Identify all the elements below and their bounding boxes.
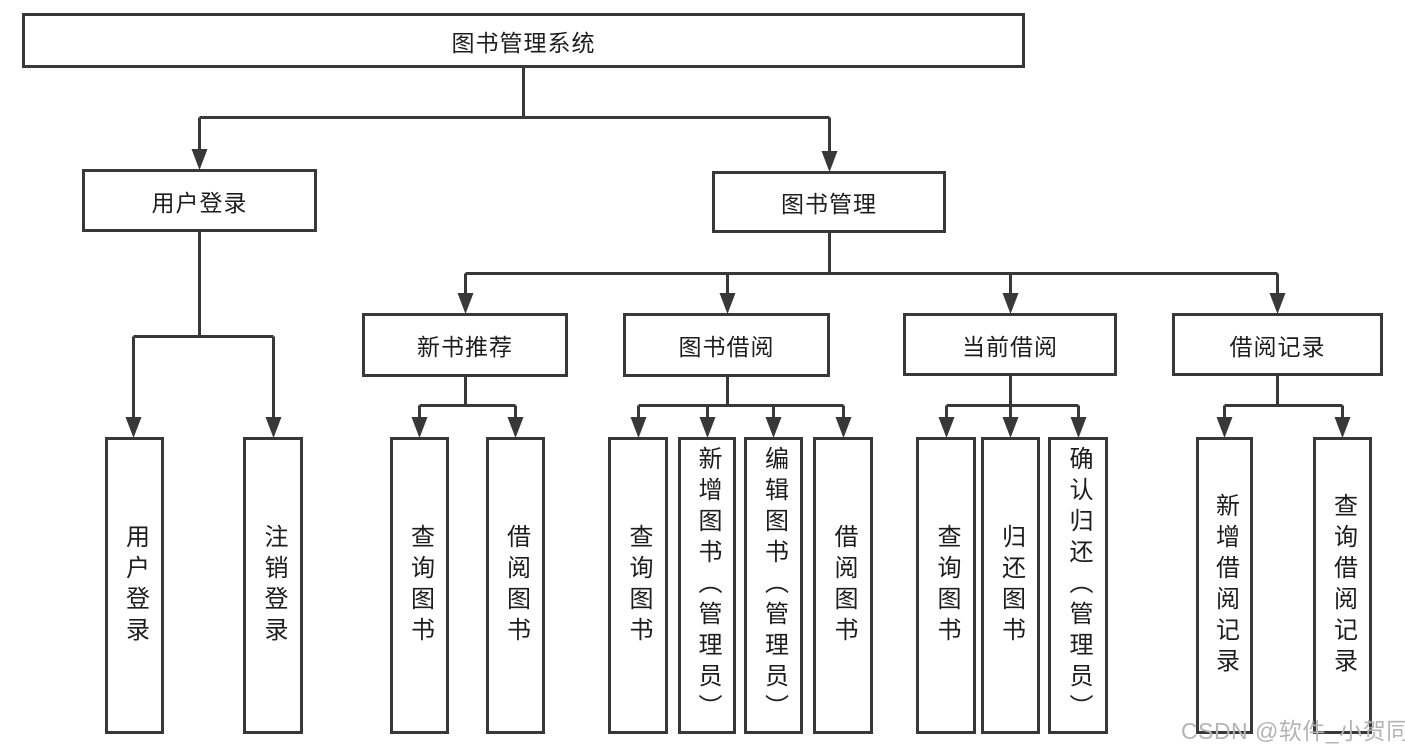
leaf-add-books-admin: 新增图书（管理员） (678, 437, 736, 734)
leaf-logout-label: 注销登录 (260, 523, 287, 648)
node-root-system: 图书管理系统 (22, 13, 1025, 68)
node-book-management: 图书管理 (712, 171, 946, 233)
leaf-borrow-books-1-label: 借阅图书 (502, 523, 530, 648)
leaf-query-books-2: 查询图书 (608, 437, 668, 734)
leaf-confirm-return-admin: 确认归还（管理员） (1048, 437, 1108, 734)
leaf-edit-books-admin-label: 编辑图书（管理员） (760, 446, 788, 725)
connector-user-login-to-leaves (125, 232, 282, 438)
connector-new-book-recommend-to-leaves (411, 377, 524, 438)
leaf-user-login-label: 用户登录 (121, 523, 149, 648)
leaf-user-login: 用户登录 (105, 437, 164, 734)
leaf-return-books-label: 归还图书 (997, 523, 1025, 648)
leaf-add-borrow-record-label: 新增借阅记录 (1211, 492, 1239, 679)
leaf-query-books-1-label: 查询图书 (406, 523, 434, 648)
node-root-label: 图书管理系统 (451, 29, 596, 56)
node-book-management-label: 图书管理 (781, 191, 877, 217)
leaf-query-borrow-record-label: 查询借阅记录 (1329, 492, 1357, 679)
leaf-query-books-2-label: 查询图书 (625, 523, 652, 648)
leaf-borrow-books-2-label: 借阅图书 (830, 523, 857, 648)
leaf-confirm-return-admin-label: 确认归还（管理员） (1065, 446, 1092, 725)
node-book-borrowing: 图书借阅 (623, 313, 830, 377)
leaf-return-books: 归还图书 (981, 437, 1040, 734)
node-new-book-recommend: 新书推荐 (362, 313, 568, 377)
connector-current-borrowing-to-leaves (938, 376, 1087, 438)
connector-borrowing-records-to-leaves (1216, 376, 1351, 438)
node-current-borrowing-label: 当前借阅 (962, 333, 1058, 360)
node-borrowing-records-label: 借阅记录 (1229, 333, 1326, 360)
leaf-query-books-1: 查询图书 (390, 437, 449, 734)
leaf-borrow-books-2: 借阅图书 (813, 437, 873, 734)
leaf-logout: 注销登录 (243, 437, 303, 734)
connector-book-management-to-level3 (457, 233, 1286, 314)
leaf-query-borrow-record: 查询借阅记录 (1313, 437, 1372, 734)
leaf-add-borrow-record: 新增借阅记录 (1196, 437, 1253, 734)
leaf-borrow-books-1: 借阅图书 (486, 437, 545, 734)
node-new-book-recommend-label: 新书推荐 (417, 334, 513, 360)
leaf-query-books-3-label: 查询图书 (933, 523, 960, 648)
leaf-query-books-3: 查询图书 (916, 437, 976, 734)
csdn-watermark: CSDN @软件_小贺同学 (1181, 718, 1405, 744)
node-user-login-label: 用户登录 (151, 189, 248, 216)
connector-book-borrowing-to-leaves (630, 377, 852, 438)
node-book-borrowing-label: 图书借阅 (678, 334, 775, 360)
leaf-edit-books-admin: 编辑图书（管理员） (744, 437, 803, 734)
leaf-add-books-admin-label: 新增图书（管理员） (694, 446, 721, 725)
node-user-login: 用户登录 (82, 169, 317, 232)
node-borrowing-records: 借阅记录 (1172, 313, 1383, 376)
connector-root-to-level2 (191, 68, 838, 172)
node-current-borrowing: 当前借阅 (903, 313, 1117, 376)
